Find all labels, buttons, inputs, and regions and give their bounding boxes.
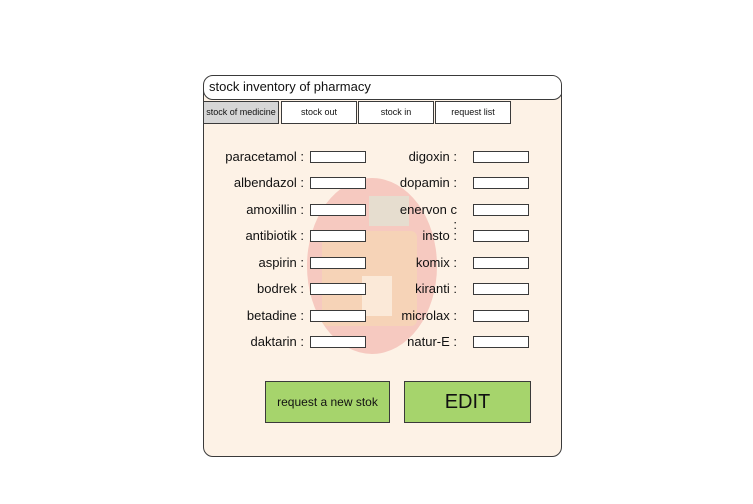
medicine-label: kiranti :	[415, 281, 457, 296]
medicine-stock-field[interactable]	[473, 310, 529, 322]
medicine-stock-field[interactable]	[310, 151, 366, 163]
medicine-stock-field[interactable]	[473, 336, 529, 348]
medicine-label: aspirin :	[258, 255, 304, 270]
medicine-label: digoxin :	[408, 149, 457, 164]
medicine-stock-field[interactable]	[473, 204, 529, 216]
tab-stock-in[interactable]: stock in	[358, 101, 434, 124]
medicine-label: enervon c :	[399, 202, 457, 232]
tab-stock-out[interactable]: stock out	[281, 101, 357, 124]
medicine-label: bodrek :	[257, 281, 304, 296]
medicine-label: amoxillin :	[246, 202, 304, 217]
medicine-label: komix :	[415, 255, 457, 270]
medicine-stock-field[interactable]	[310, 310, 366, 322]
medicine-stock-field[interactable]	[473, 177, 529, 189]
medicine-stock-field[interactable]	[310, 257, 366, 269]
medicine-label: natur-E :	[407, 334, 457, 349]
inventory-window: stock inventory of pharmacy stock of med…	[203, 75, 562, 457]
medicine-label: betadine :	[246, 308, 304, 323]
edit-button[interactable]: EDIT	[404, 381, 531, 423]
medicine-label: microlax :	[401, 308, 457, 323]
medicine-stock-field[interactable]	[310, 283, 366, 295]
request-new-stock-button[interactable]: request a new stok	[265, 381, 390, 423]
medicine-stock-field[interactable]	[473, 257, 529, 269]
medicine-stock-field[interactable]	[473, 230, 529, 242]
medicine-label: insto :	[422, 228, 457, 243]
medicine-label: paracetamol :	[225, 149, 304, 164]
medicine-label: albendazol :	[233, 175, 304, 190]
medicine-stock-field[interactable]	[310, 204, 366, 216]
medicine-label: antibiotik :	[245, 228, 304, 243]
medicine-stock-field[interactable]	[310, 230, 366, 242]
medicine-stock-field[interactable]	[310, 177, 366, 189]
medicine-stock-field[interactable]	[310, 336, 366, 348]
title-bar: stock inventory of pharmacy	[204, 76, 561, 100]
tab-stock-of-medicine[interactable]: stock of medicine	[204, 101, 279, 124]
medicine-stock-field[interactable]	[473, 283, 529, 295]
window-title: stock inventory of pharmacy	[209, 79, 371, 94]
medicine-stock-field[interactable]	[473, 151, 529, 163]
medicine-label: daktarin :	[250, 334, 304, 349]
tab-request-list[interactable]: request list	[435, 101, 511, 124]
medicine-label: dopamin :	[399, 175, 457, 190]
